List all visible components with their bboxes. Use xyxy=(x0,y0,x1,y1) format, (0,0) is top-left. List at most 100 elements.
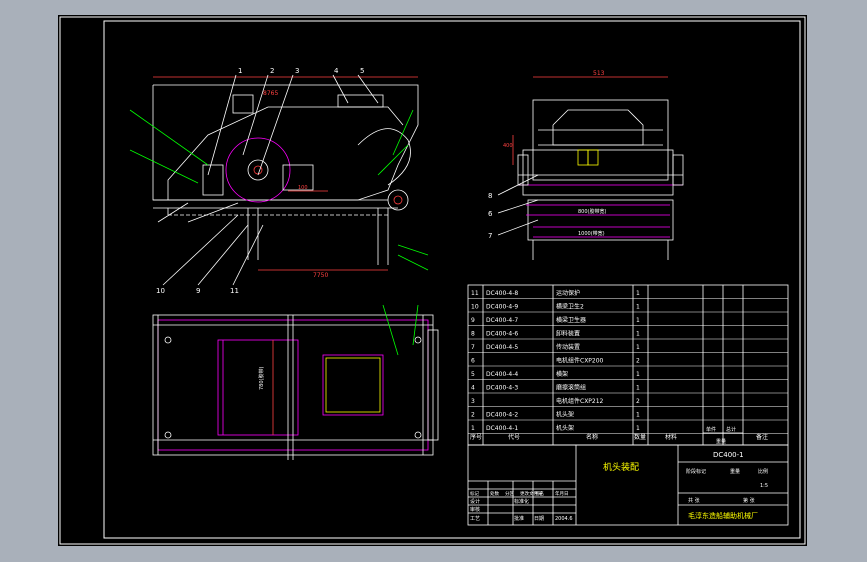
table-cell-qty: 1 xyxy=(636,425,640,432)
callout-6: 6 xyxy=(488,210,493,218)
callout-5: 5 xyxy=(360,67,364,75)
revision-columns: 标记 处数分区更改文件号签名 年月日 xyxy=(470,490,569,497)
revision-col-label: 分区 xyxy=(505,490,514,497)
table-cell-qty: 1 xyxy=(636,385,640,392)
front-view xyxy=(129,74,429,286)
table-cell-code: DC400-4-1 xyxy=(486,425,518,432)
date-label: 日期 xyxy=(534,516,544,522)
date-value: 2004.6 xyxy=(555,516,573,522)
header-single: 单件 xyxy=(706,426,716,433)
header-weight: 重量 xyxy=(716,438,726,445)
outer-frame xyxy=(59,16,806,545)
table-cell-code: DC400-4-4 xyxy=(486,371,518,378)
table-cell-code: DC400-4-5 xyxy=(486,344,518,351)
table-cell-no: 4 xyxy=(471,385,475,392)
table-cell-qty: 2 xyxy=(636,398,640,405)
table-cell-name: 电机组件CXP212 xyxy=(556,397,604,405)
cad-drawing: 1 2 3 4 5 10 9 11 8765 7750 100 8 6 7 51… xyxy=(59,16,806,545)
drawing-no: DC400-1 xyxy=(713,451,744,459)
stage-label: 阶段标记 xyxy=(686,468,706,475)
table-cell-qty: 2 xyxy=(636,358,640,365)
front-dim-bottom: 7750 xyxy=(313,272,328,279)
table-cell-name: 横架 xyxy=(556,370,568,378)
plan-view xyxy=(152,304,439,460)
table-cell-no: 10 xyxy=(471,304,479,311)
callout-7: 7 xyxy=(488,232,492,240)
drawing-name: 机头装配 xyxy=(603,461,639,473)
header-remark: 备注 xyxy=(756,433,768,441)
table-cell-code: DC400-4-3 xyxy=(486,385,518,392)
inner-frame xyxy=(103,20,801,539)
revision-col-label: 更改文件号 xyxy=(520,490,543,497)
callout-10: 10 xyxy=(156,287,165,295)
table-cell-code: DC400-4-8 xyxy=(486,290,518,297)
table-cell-no: 3 xyxy=(471,398,475,405)
table-cell-qty: 1 xyxy=(636,344,640,351)
table-cell-no: 7 xyxy=(471,344,475,351)
callout-8: 8 xyxy=(488,192,492,200)
header-name: 名称 xyxy=(586,433,598,441)
revision-col-label: 年月日 xyxy=(555,490,569,497)
scale-label: 比例 xyxy=(758,468,768,475)
table-cell-name: 横梁卫生器 xyxy=(556,316,586,324)
side-view xyxy=(497,76,684,260)
side-dim-inner-b: 1000(带宽) xyxy=(578,230,605,237)
side-dim-width: 513 xyxy=(593,70,605,77)
check-label: 审核 xyxy=(470,506,480,513)
table-cell-qty: 1 xyxy=(636,412,640,419)
table-cell-qty: 1 xyxy=(636,304,640,311)
callout-3: 3 xyxy=(295,67,299,75)
table-cell-qty: 1 xyxy=(636,331,640,338)
table-cell-no: 1 xyxy=(471,425,475,432)
process-label: 工艺 xyxy=(470,516,480,522)
table-cell-no: 11 xyxy=(471,290,479,297)
table-cell-no: 8 xyxy=(471,331,475,338)
plan-dim-vertical: 780(胶带) xyxy=(258,367,265,390)
weight-label: 重量 xyxy=(730,468,740,475)
header-no: 序号 xyxy=(470,433,482,441)
table-cell-name: 运动保护 xyxy=(556,289,580,297)
side-dim-height: 400 xyxy=(503,143,513,149)
sheet-total: 共 张 xyxy=(688,497,700,504)
sheet-no: 第 张 xyxy=(743,497,755,504)
drawing-sheet: 1 2 3 4 5 10 9 11 8765 7750 100 8 6 7 51… xyxy=(58,15,807,546)
table-cell-name: 电机组件CXP200 xyxy=(556,357,604,365)
side-dim-inner-a: 800(胶带宽) xyxy=(578,208,606,215)
table-cell-qty: 1 xyxy=(636,290,640,297)
table-cell-name: 传动装置 xyxy=(556,343,580,351)
table-cell-name: 横梁卫生2 xyxy=(556,303,584,311)
title-block xyxy=(467,444,789,526)
front-dim-mid: 100 xyxy=(298,185,308,191)
table-cell-no: 9 xyxy=(471,317,475,324)
callout-1: 1 xyxy=(238,67,242,75)
revision-col-label: 标记 xyxy=(470,490,479,497)
table-cell-code: DC400-4-9 xyxy=(486,304,518,311)
table-cell-name: 卸料装置 xyxy=(556,330,580,338)
design-label: 设计 xyxy=(470,498,480,505)
front-dim-top: 8765 xyxy=(263,90,278,97)
table-cell-code: DC400-4-7 xyxy=(486,317,518,324)
table-cell-code: DC400-4-6 xyxy=(486,331,518,338)
scale-value: 1:5 xyxy=(760,483,768,489)
table-cell-name: 机头架 xyxy=(556,411,574,419)
table-cell-no: 6 xyxy=(471,358,475,365)
header-material: 材料 xyxy=(665,433,677,441)
table-cell-no: 2 xyxy=(471,412,475,419)
header-code: 代号 xyxy=(508,433,520,441)
callout-11: 11 xyxy=(230,287,239,295)
table-cell-name: 磨擦滚筒组 xyxy=(556,384,586,392)
parts-table xyxy=(467,284,789,446)
standard-label: 标准化 xyxy=(514,498,529,505)
revision-col-label: 处数 xyxy=(490,490,499,497)
approve-label: 批准 xyxy=(514,515,524,522)
table-cell-qty: 1 xyxy=(636,317,640,324)
revision-col-label: 签名 xyxy=(535,490,544,497)
callout-2: 2 xyxy=(270,67,274,75)
header-total: 总计 xyxy=(726,426,736,433)
table-cell-name: 机头架 xyxy=(556,424,574,432)
callout-9: 9 xyxy=(196,287,200,295)
callout-4: 4 xyxy=(334,67,339,75)
header-qty: 数量 xyxy=(634,433,646,441)
table-cell-code: DC400-4-2 xyxy=(486,412,518,419)
